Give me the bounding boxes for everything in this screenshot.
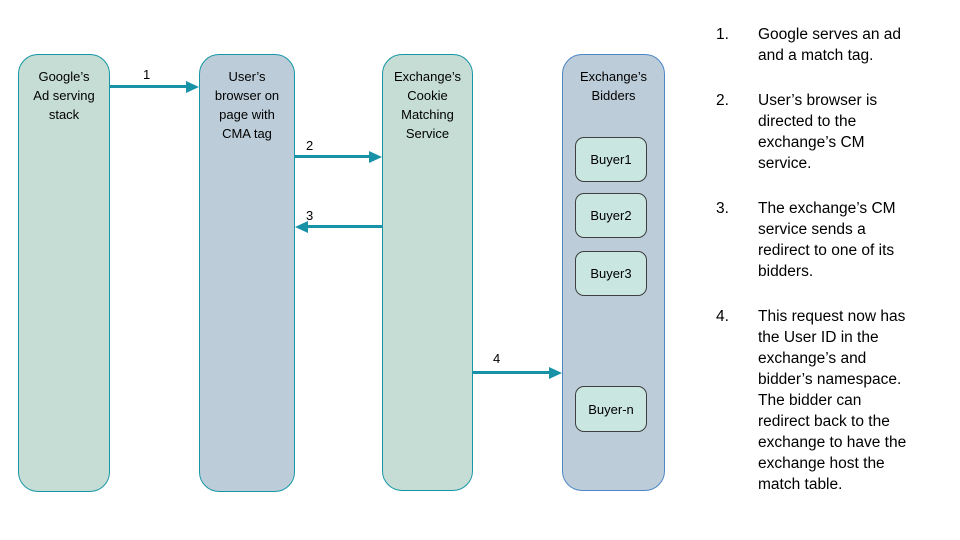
node-buyer-3: Buyer3 (575, 251, 647, 296)
step-text: Google serves an ad and a match tag. (758, 26, 902, 64)
arrow-step-4 (473, 366, 562, 379)
arrow-label-1: 1 (143, 67, 151, 82)
arrowhead-right-icon (186, 80, 199, 93)
step-text: User’s browser is directed to the exchan… (758, 92, 878, 172)
step-item-2: 2. User’s browser is directed to the exc… (716, 90, 942, 174)
step-item-4: 4. This request now has the User ID in t… (716, 306, 942, 495)
node-cookie-matching-service: Exchange’s Cookie Matching Service (382, 54, 473, 491)
arrow-label-3: 3 (306, 208, 314, 223)
arrowhead-left-icon (295, 220, 308, 233)
step-number: 1. (716, 26, 729, 43)
step-text: This request now has the User ID in the … (758, 308, 907, 493)
step-item-1: 1. Google serves an ad and a match tag. (716, 24, 942, 66)
arrow-label-2: 2 (306, 138, 314, 153)
step-number: 4. (716, 308, 729, 325)
step-list: 1. Google serves an ad and a match tag. … (716, 24, 942, 519)
arrowhead-right-icon (549, 366, 562, 379)
arrowhead-right-icon (369, 150, 382, 163)
step-text: The exchange’s CM service sends a redire… (758, 200, 896, 280)
node-buyer-1: Buyer1 (575, 137, 647, 182)
node-user-browser: User’s browser on page with CMA tag (199, 54, 295, 492)
step-number: 3. (716, 200, 729, 217)
node-buyer-2: Buyer2 (575, 193, 647, 238)
step-number: 2. (716, 92, 729, 109)
step-item-3: 3. The exchange’s CM service sends a red… (716, 198, 942, 282)
node-google-ad-serving-stack: Google’s Ad serving stack (18, 54, 110, 492)
arrow-step-2 (295, 150, 382, 163)
arrow-step-3 (295, 220, 382, 233)
arrow-step-1 (110, 80, 199, 93)
arrow-label-4: 4 (493, 351, 501, 366)
node-buyer-n: Buyer-n (575, 386, 647, 432)
